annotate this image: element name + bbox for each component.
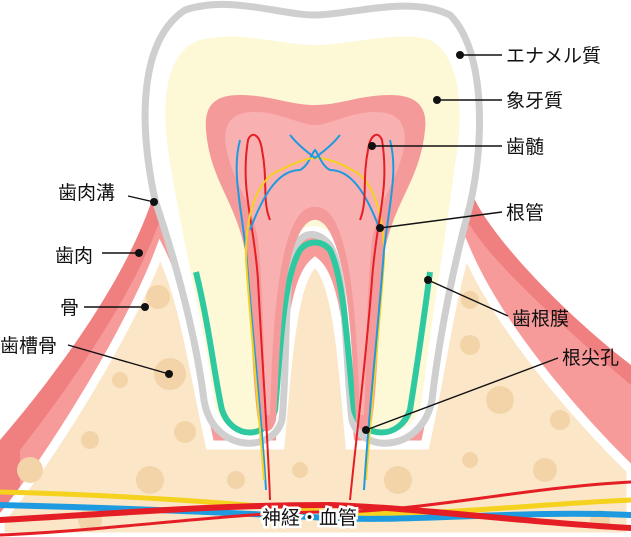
label-gingiva: 歯肉 — [55, 245, 143, 267]
pulp-nerves-vessels — [235, 133, 395, 501]
label-apical-foramen-text: 根尖孔 — [562, 347, 619, 369]
label-dentin-text: 象牙質 — [506, 90, 563, 112]
label-bone-text: 骨 — [60, 297, 79, 319]
label-root-canal-text: 根管 — [506, 202, 544, 224]
label-alveolar-bone-text: 歯槽骨 — [0, 335, 57, 357]
label-pulp-text: 歯髄 — [506, 136, 544, 158]
pointer-dot — [456, 51, 464, 59]
label-periodontal-ligament: 歯根膜 — [424, 276, 569, 330]
label-alveolar-bone: 歯槽骨 — [0, 335, 173, 378]
label-enamel: エナメル質 — [456, 45, 601, 67]
label-bone: 骨 — [60, 297, 149, 319]
label-dentin: 象牙質 — [433, 90, 563, 112]
label-periodontal-ligament-text: 歯根膜 — [512, 308, 569, 330]
label-enamel-text: エナメル質 — [506, 45, 601, 67]
label-gingival-sulcus: 歯肉溝 — [58, 182, 158, 206]
bone-spots — [17, 285, 610, 532]
label-nerve-vessel: 神経・血管 — [262, 507, 357, 529]
label-apical-foramen: 根尖孔 — [362, 347, 619, 434]
label-root-canal: 根管 — [376, 202, 544, 232]
label-gingival-sulcus-text: 歯肉溝 — [58, 182, 115, 204]
label-gingiva-text: 歯肉 — [55, 245, 93, 267]
label-pulp: 歯髄 — [368, 136, 544, 158]
nerve-vessel-bundle — [0, 480, 631, 537]
